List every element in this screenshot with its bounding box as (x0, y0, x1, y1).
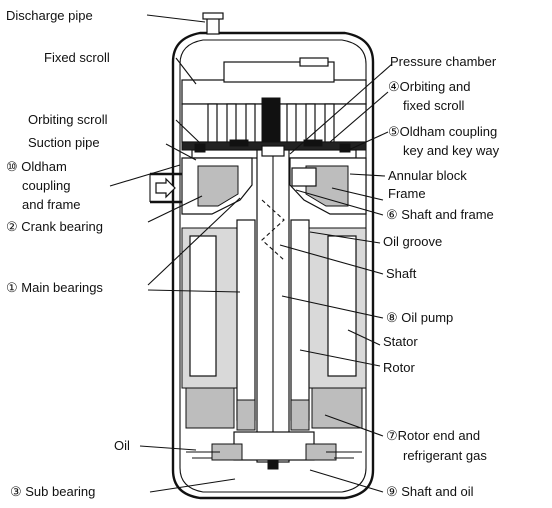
label-oldham-coupling-frame-3: and frame (22, 197, 81, 212)
label-stator: Stator (383, 334, 418, 349)
label-rotor: Rotor (383, 360, 415, 375)
shaft (256, 145, 290, 470)
label-orbiting-fixed-scroll-2: fixed scroll (403, 98, 465, 113)
label-orbiting-fixed-scroll-1: ④Orbiting and (388, 79, 470, 94)
label-sub-bearing: ③ Sub bearing (10, 484, 95, 499)
label-main-bearings: ① Main bearings (6, 280, 103, 295)
label-shaft-and-oil: ⑨ Shaft and oil (386, 484, 474, 499)
fixed-scroll (181, 57, 367, 145)
label-oldham-coupling-frame-2: coupling (22, 178, 70, 193)
leader-lines (109, 14, 393, 493)
sub-bearing (211, 431, 337, 461)
label-oil-pump: ⑧ Oil pump (386, 310, 453, 325)
label-oldham-key-2: key and key way (403, 143, 500, 158)
label-frame: Frame (388, 186, 426, 201)
rotor (236, 219, 310, 431)
label-orbiting-scroll: Orbiting scroll (28, 112, 108, 127)
label-fixed-scroll: Fixed scroll (44, 50, 110, 65)
label-shaft-and-frame: ⑥ Shaft and frame (386, 207, 494, 222)
label-shaft: Shaft (386, 266, 417, 281)
label-rotor-end-1: ⑦Rotor end and (386, 428, 480, 443)
label-annular-block: Annular block (388, 168, 467, 183)
label-rotor-end-2: refrigerant gas (403, 448, 487, 463)
label-discharge-pipe: Discharge pipe (6, 8, 93, 23)
oil-sump (186, 451, 362, 459)
compressor-housing (171, 31, 375, 500)
label-oldham-key-1: ⑤Oldham coupling (388, 124, 497, 139)
frame (181, 157, 367, 215)
label-oil-groove: Oil groove (383, 234, 442, 249)
discharge-pipe (202, 12, 224, 35)
suction-pipe (149, 172, 182, 204)
label-pressure-chamber: Pressure chamber (390, 54, 497, 69)
label-oldham-coupling-frame-1: ⑩ Oldham (6, 159, 67, 174)
label-suction-pipe: Suction pipe (28, 135, 100, 150)
label-crank-bearing: ② Crank bearing (6, 219, 103, 234)
label-oil: Oil (114, 438, 130, 453)
